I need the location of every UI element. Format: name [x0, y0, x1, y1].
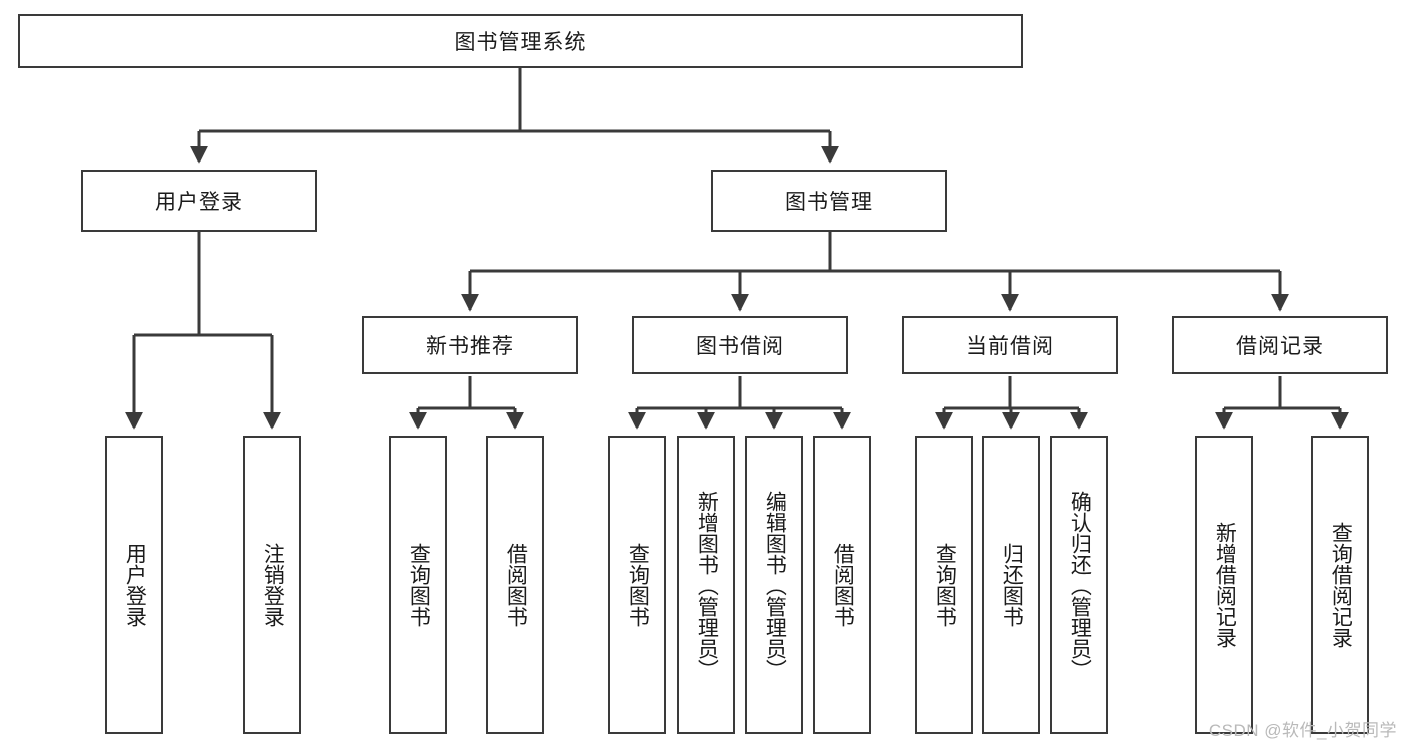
node-label: 用户登录 — [155, 191, 243, 214]
node-label: 图书管理 — [785, 191, 873, 214]
leaf-return-book[interactable]: 归还图书 — [982, 436, 1040, 734]
node-label: 当前借阅 — [966, 335, 1054, 358]
node-label: 查询图书 — [407, 543, 431, 627]
node-book-borrow[interactable]: 图书借阅 — [632, 316, 848, 374]
node-label: 新增图书（管理员） — [695, 490, 719, 680]
node-label: 新书推荐 — [426, 335, 514, 358]
node-user-login[interactable]: 用户登录 — [81, 170, 317, 232]
leaf-add-book-admin[interactable]: 新增图书（管理员） — [677, 436, 735, 734]
leaf-borrow-book[interactable]: 借阅图书 — [813, 436, 871, 734]
node-label: 查询图书 — [626, 543, 650, 627]
node-label: 图书借阅 — [696, 335, 784, 358]
leaf-confirm-return-admin[interactable]: 确认归还（管理员） — [1050, 436, 1108, 734]
node-label: 图书管理系统 — [454, 31, 587, 54]
node-new-book-recommend[interactable]: 新书推荐 — [362, 316, 578, 374]
node-label: 用户登录 — [123, 543, 147, 627]
node-book-management[interactable]: 图书管理 — [711, 170, 947, 232]
watermark-text: CSDN @软件_小贺同学 — [1208, 721, 1397, 740]
node-current-borrow[interactable]: 当前借阅 — [902, 316, 1118, 374]
node-label: 归还图书 — [1000, 543, 1024, 627]
node-label: 借阅图书 — [831, 543, 855, 627]
node-label: 查询借阅记录 — [1329, 522, 1353, 648]
node-root-book-management-system[interactable]: 图书管理系统 — [18, 14, 1023, 68]
leaf-add-borrow-record[interactable]: 新增借阅记录 — [1195, 436, 1253, 734]
leaf-query-book-current[interactable]: 查询图书 — [915, 436, 973, 734]
leaf-query-book-recommend[interactable]: 查询图书 — [389, 436, 447, 734]
node-label: 确认归还（管理员） — [1068, 490, 1092, 680]
node-label: 借阅图书 — [504, 543, 528, 627]
leaf-logout-login[interactable]: 注销登录 — [243, 436, 301, 734]
node-label: 新增借阅记录 — [1213, 522, 1237, 648]
node-label: 查询图书 — [933, 543, 957, 627]
node-borrow-record[interactable]: 借阅记录 — [1172, 316, 1388, 374]
leaf-query-book-borrow[interactable]: 查询图书 — [608, 436, 666, 734]
leaf-borrow-book-recommend[interactable]: 借阅图书 — [486, 436, 544, 734]
leaf-query-borrow-record[interactable]: 查询借阅记录 — [1311, 436, 1369, 734]
node-label: 注销登录 — [261, 543, 285, 627]
node-label: 借阅记录 — [1236, 335, 1324, 358]
node-label: 编辑图书（管理员） — [763, 490, 787, 680]
leaf-edit-book-admin[interactable]: 编辑图书（管理员） — [745, 436, 803, 734]
leaf-user-login[interactable]: 用户登录 — [105, 436, 163, 734]
